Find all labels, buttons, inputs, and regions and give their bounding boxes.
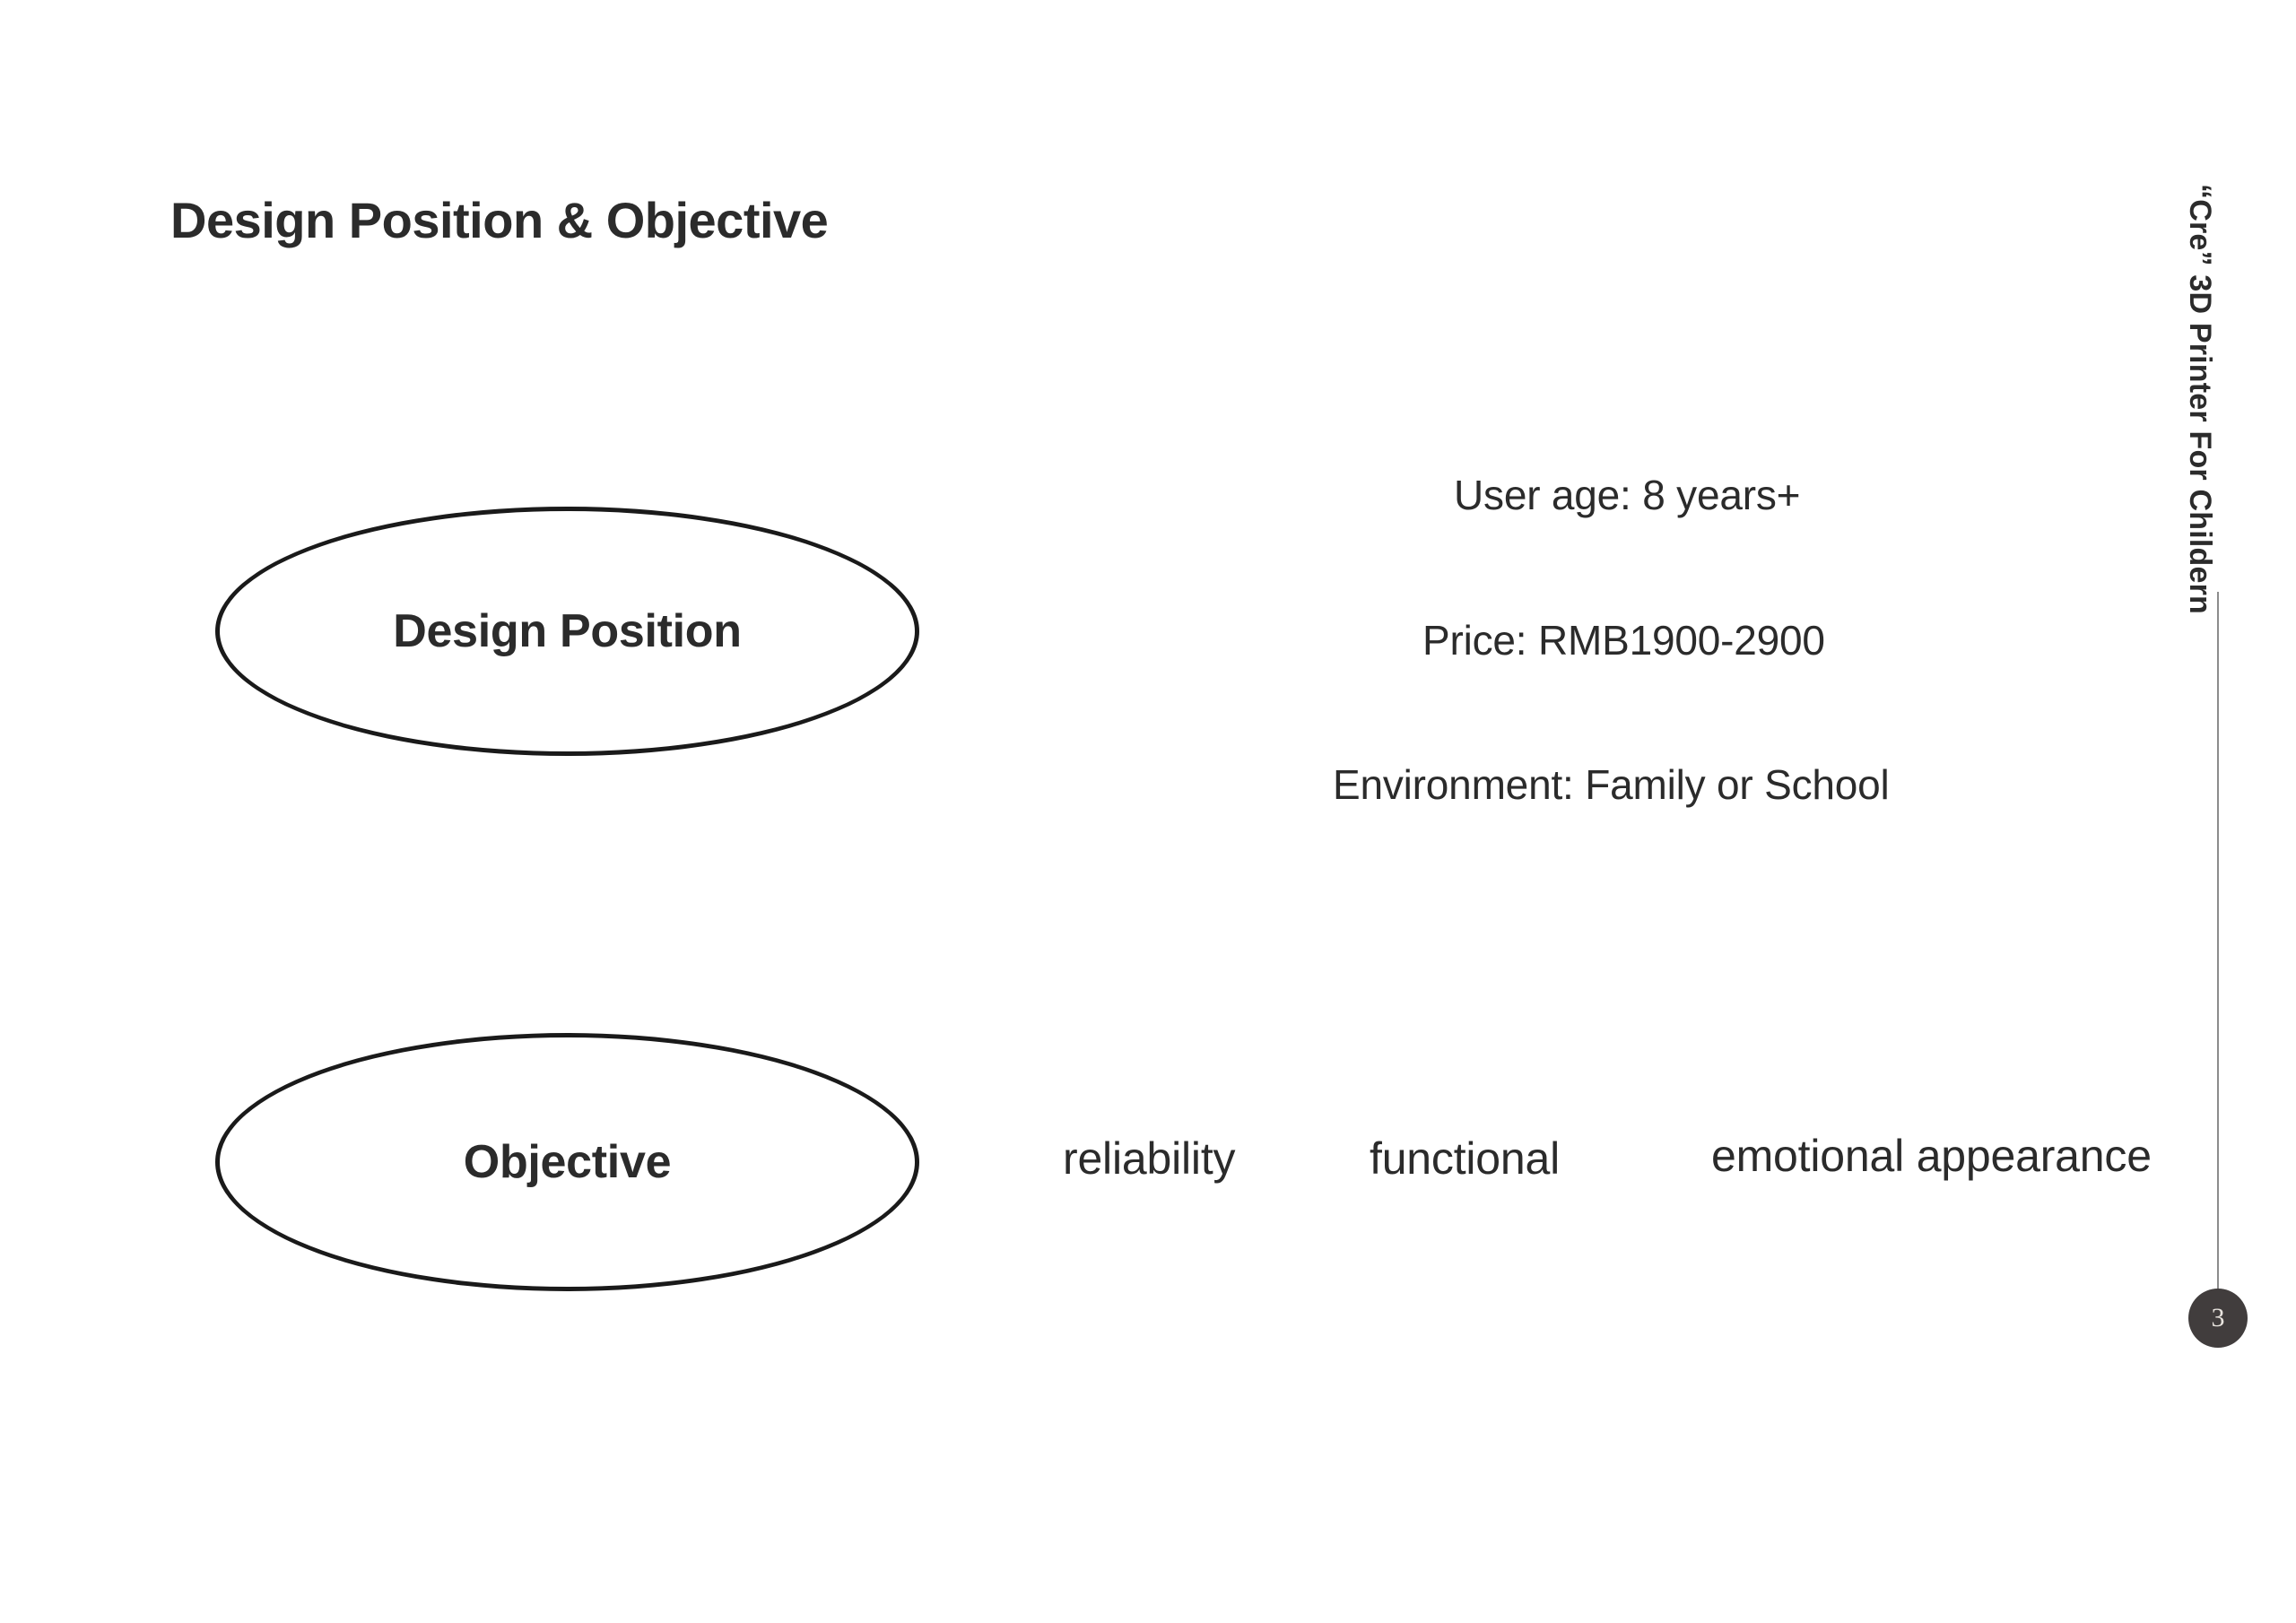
page-number-badge: 3: [2188, 1289, 2248, 1348]
node-design-position[interactable]: Design Position: [215, 507, 919, 756]
objective-keyword-functional: functional: [1370, 1133, 1561, 1184]
page-title: Design Position & Objective: [170, 192, 829, 248]
sidebar-document-title: “Cre” 3D Printer For Childern: [2183, 184, 2217, 614]
page-number-label: 3: [2211, 1303, 2225, 1332]
vertical-divider-rule: [2217, 592, 2219, 1318]
attribute-price: Price: RMB1900-2900: [1422, 617, 1825, 664]
attribute-user-age: User age: 8 years+: [1454, 472, 1801, 518]
objective-keyword-reliability: reliability: [1063, 1133, 1236, 1184]
node-objective-label: Objective: [463, 1136, 672, 1188]
objective-keyword-emotional-appearance: emotional appearance: [1711, 1131, 2152, 1181]
attribute-environment: Environment: Family or School: [1333, 761, 1890, 808]
node-objective[interactable]: Objective: [215, 1033, 919, 1291]
node-design-position-label: Design Position: [393, 605, 742, 657]
